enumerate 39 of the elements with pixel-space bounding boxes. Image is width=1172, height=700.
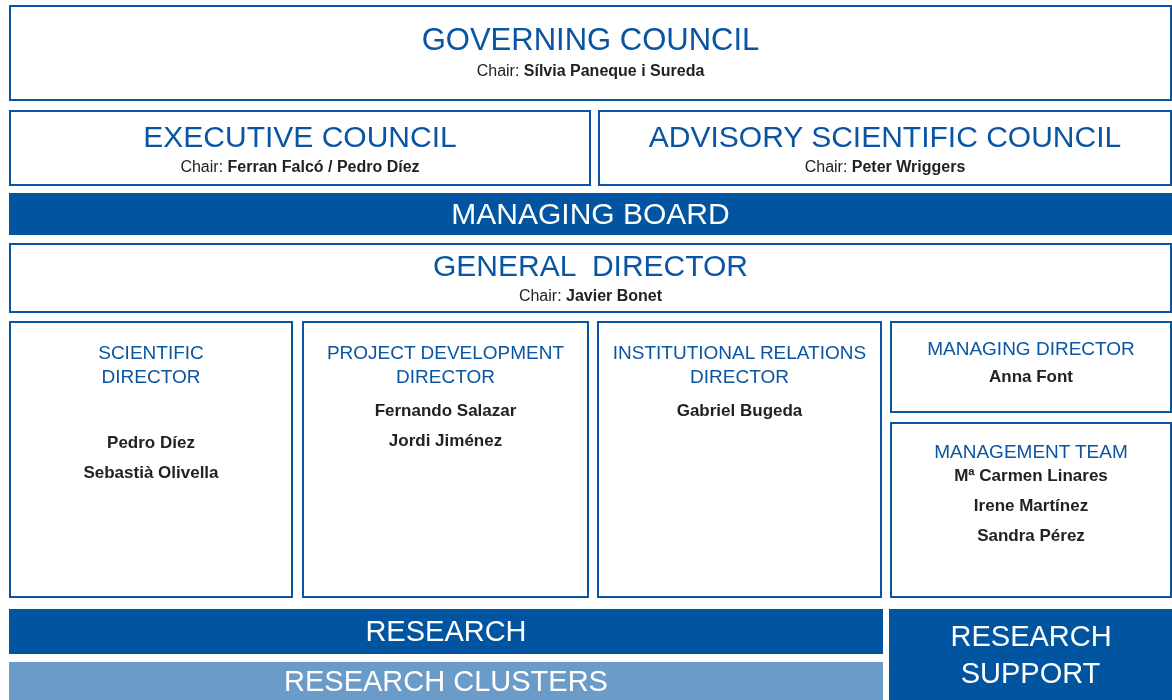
org-box <box>890 321 1172 413</box>
unit-title: GENERAL DIRECTOR <box>432 248 749 284</box>
org-banner <box>9 662 883 700</box>
org-box <box>597 321 882 598</box>
person-name: Anna Font <box>988 366 1073 387</box>
unit-title: EXECUTIVE COUNCIL <box>143 119 457 155</box>
org-box <box>302 321 589 598</box>
org-banner <box>889 609 1172 700</box>
unit-title: GOVERNING COUNCIL <box>421 21 760 59</box>
person-name: Fernando Salazar <box>374 400 517 421</box>
org-box <box>9 321 293 598</box>
person-name: Irene Martínez <box>973 495 1089 516</box>
unit-title: MANAGING DIRECTOR <box>927 337 1135 361</box>
person-name: Gabriel Bugeda <box>676 400 803 421</box>
unit-title: SCIENTIFIC DIRECTOR <box>97 341 205 389</box>
unit-title: RESEARCH SUPPORT <box>950 619 1111 691</box>
org-box <box>9 243 1172 313</box>
unit-title: RESEARCH <box>365 614 527 650</box>
unit-title: RESEARCH CLUSTERS <box>284 663 608 699</box>
org-banner <box>9 193 1172 235</box>
unit-title: INSTITUTIONAL RELATIONS DIRECTOR <box>611 341 868 389</box>
org-box <box>9 110 591 186</box>
chair-text: Chair: Javier Bonet <box>518 286 663 305</box>
unit-title: MANAGING BOARD <box>451 196 730 233</box>
org-box <box>598 110 1172 186</box>
chair-text: Chair: Sílvia Paneque i Sureda <box>476 61 705 80</box>
person-name: Sebastià Olivella <box>83 462 219 483</box>
org-box <box>9 5 1172 101</box>
person-name: Jordi Jiménez <box>388 430 503 451</box>
org-banner <box>9 609 883 654</box>
chair-text: Chair: Peter Wriggers <box>804 157 966 176</box>
org-box <box>890 422 1172 598</box>
person-name: Pedro Díez <box>107 432 195 453</box>
unit-title: ADVISORY SCIENTIFIC COUNCIL <box>648 119 1122 155</box>
chair-text: Chair: Ferran Falcó / Pedro Díez <box>180 157 420 176</box>
unit-title: PROJECT DEVELOPMENT DIRECTOR <box>325 341 566 389</box>
unit-title: MANAGEMENT TEAM <box>934 440 1128 464</box>
person-name: Mª Carmen Linares <box>954 465 1108 486</box>
person-name: Sandra Pérez <box>977 525 1085 546</box>
